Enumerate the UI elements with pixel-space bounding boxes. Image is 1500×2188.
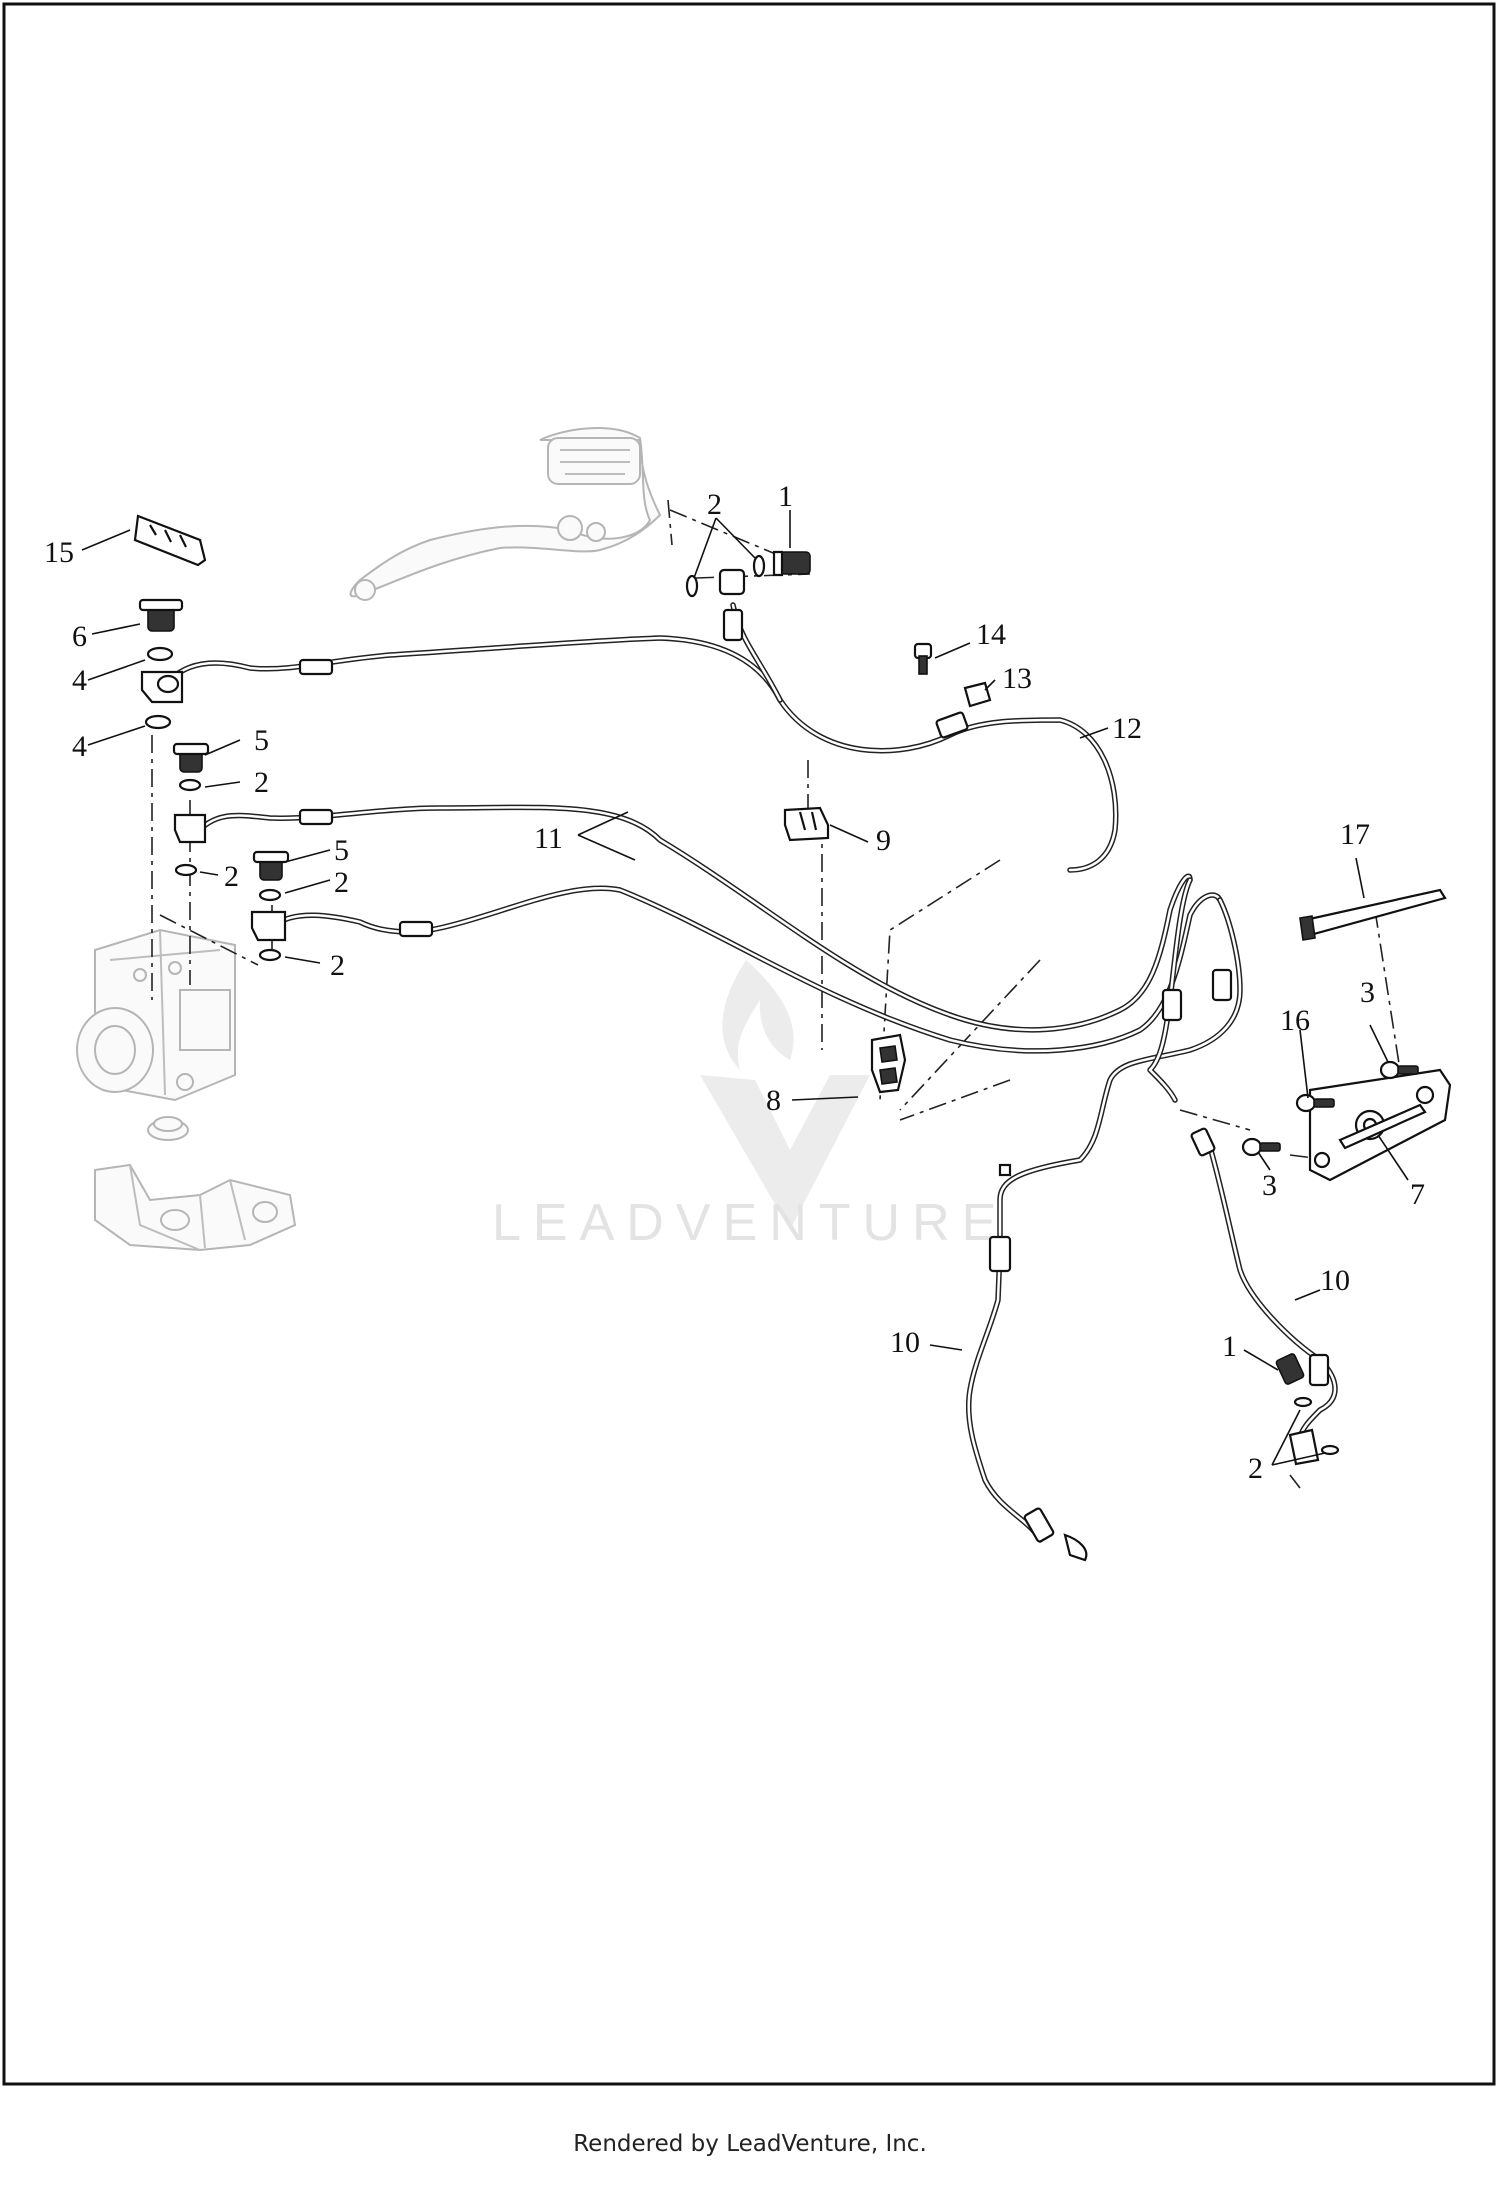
- watermark-text: LEADVENTURE: [492, 1194, 1008, 1252]
- callout-4: 4: [72, 664, 87, 697]
- watermark-logo: LEADVENTURE: [492, 960, 1008, 1252]
- callout-12: 12: [1112, 712, 1142, 745]
- screw-16: [1295, 1093, 1335, 1113]
- brake-hoses: [167, 602, 1338, 1543]
- callout-3: 3: [1262, 1169, 1277, 1202]
- callout-9: 9: [876, 824, 891, 857]
- master-cylinder-banjo: [669, 509, 811, 598]
- mounting-bracket-icon: [94, 1163, 297, 1252]
- hose-strap-17: [1299, 888, 1447, 941]
- hose-fittings: [298, 608, 1330, 1562]
- callout-17: 17: [1340, 818, 1370, 851]
- callout-numbers: 1 2 15 6 4 4 5 2 5 2 2 2 14 13 12 11 9 1…: [44, 480, 1425, 1485]
- callout-14: 14: [976, 618, 1006, 651]
- callout-8: 8: [766, 1084, 781, 1117]
- abs-module-icon: [76, 928, 236, 1141]
- callout-10: 10: [1320, 1264, 1350, 1297]
- abs-banjo-fittings: [138, 598, 290, 962]
- callout-11: 11: [534, 822, 563, 855]
- callout-1: 1: [1222, 1330, 1237, 1363]
- callout-2: 2: [1248, 1452, 1263, 1485]
- callout-5: 5: [254, 724, 269, 757]
- callout-3: 3: [1360, 976, 1375, 1009]
- caliper-banjo-bolt: [1275, 1353, 1340, 1456]
- callout-10: 10: [890, 1326, 920, 1359]
- callout-16: 16: [1280, 1004, 1310, 1037]
- bracket-7: [1308, 1068, 1452, 1182]
- callout-1: 1: [778, 480, 793, 513]
- callout-2: 2: [334, 866, 349, 899]
- footer-credit: Rendered by LeadVenture, Inc.: [573, 2131, 927, 2157]
- leadventure-flame-v-icon: [700, 960, 870, 1230]
- clip-13: [963, 681, 992, 708]
- callout-15: 15: [44, 536, 74, 569]
- hose-clamp-9: [783, 806, 830, 842]
- diagram-frame: [2, 2, 1496, 2086]
- screw-3-lower: [1241, 1137, 1281, 1157]
- hand-lever-icon: [349, 427, 662, 601]
- screw-3-upper: [1379, 1060, 1419, 1080]
- callout-5: 5: [334, 834, 349, 867]
- screw-14: [913, 642, 933, 675]
- callout-2: 2: [254, 766, 269, 799]
- leader-lines: [81, 510, 1409, 1466]
- callout-7: 7: [1410, 1178, 1425, 1211]
- callout-2: 2: [707, 488, 722, 521]
- callout-2: 2: [224, 860, 239, 893]
- hose-clamp-8: [870, 1033, 907, 1094]
- callout-13: 13: [1002, 662, 1032, 695]
- callout-2: 2: [330, 949, 345, 982]
- hose-clip-rail: [133, 514, 207, 567]
- callout-4: 4: [72, 730, 87, 763]
- callout-6: 6: [72, 620, 87, 653]
